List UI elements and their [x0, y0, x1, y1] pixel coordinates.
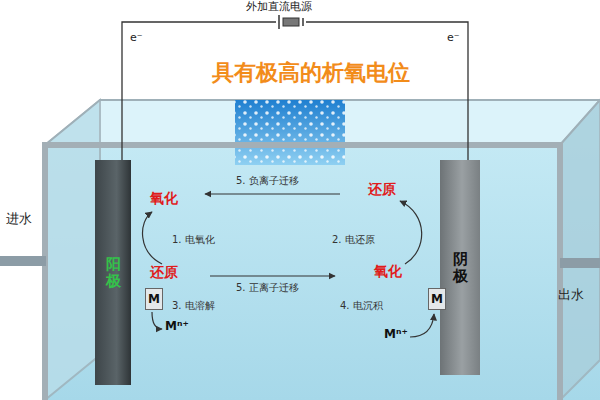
reaction-word: 还原	[368, 181, 396, 197]
step-label: 2. 电还原	[332, 234, 375, 246]
reaction-word: 氧化	[150, 190, 178, 206]
step-label: 5. 负离子迁移	[236, 175, 299, 187]
metal-symbol: M	[431, 293, 443, 305]
metal-box: M	[145, 288, 163, 310]
electrode-name: 阳极	[106, 256, 121, 289]
ion-label: Mⁿ⁺	[384, 328, 408, 342]
metal-box: M	[428, 288, 446, 310]
step-label: 3. 电溶解	[172, 300, 215, 312]
step-label: 5. 正离子迁移	[236, 282, 299, 294]
step-label: 4. 电沉积	[340, 300, 383, 312]
diagram-title: 具有极高的析氧电位	[212, 60, 410, 85]
ion-label: Mⁿ⁺	[165, 320, 189, 334]
inlet-label: 进水	[6, 212, 32, 227]
electron-label: e⁻	[130, 32, 143, 45]
reaction-word: 还原	[150, 264, 178, 280]
power-label: 外加直流电源	[246, 1, 312, 14]
circuit-wire	[122, 22, 468, 160]
outlet-label: 出水	[558, 288, 584, 303]
electron-label: e⁻	[447, 32, 460, 45]
electrode-name: 阴极	[453, 251, 468, 284]
metal-symbol: M	[148, 293, 160, 305]
step-label: 1. 电氧化	[172, 234, 215, 246]
anode-plate: 阳极M	[95, 160, 131, 385]
cathode-plate: 阴极M	[440, 160, 480, 375]
reaction-word: 氧化	[374, 263, 402, 279]
